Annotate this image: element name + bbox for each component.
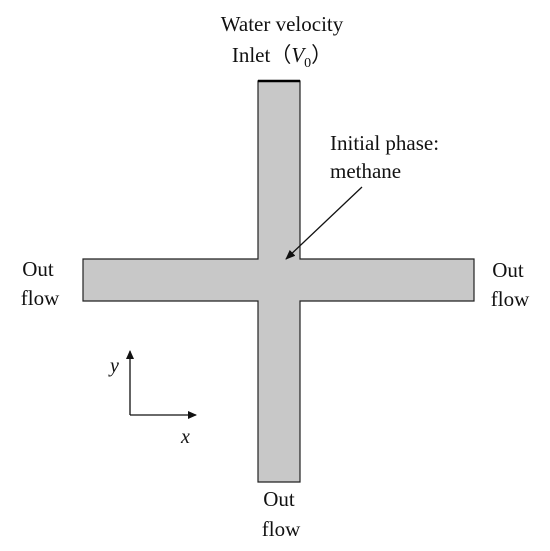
- cross-channel: [82, 80, 475, 483]
- x-axis-label: x: [180, 426, 190, 448]
- right-outflow-line1: Out: [492, 258, 524, 282]
- left-outflow-line1: Out: [22, 257, 54, 281]
- inlet-label-line1: Water velocity: [221, 12, 344, 36]
- initial-phase-value: methane: [330, 159, 401, 183]
- left-outflow-line2: flow: [21, 286, 60, 310]
- inlet-velocity-subscript: 0: [304, 56, 311, 71]
- inlet-label-line2: Inlet（V0）: [232, 43, 332, 71]
- inlet-label-suffix: ）: [311, 43, 332, 67]
- right-outflow-line2: flow: [491, 287, 530, 311]
- bottom-outflow-line1: Out: [263, 487, 295, 511]
- y-axis-label: y: [108, 355, 119, 377]
- annotation-arrow: [285, 186, 363, 260]
- inlet-velocity-symbol: V: [291, 43, 306, 67]
- inlet-label-prefix: Inlet（: [232, 43, 291, 67]
- initial-phase-label: Initial phase:: [330, 131, 439, 155]
- bottom-outflow-line2: flow: [262, 517, 301, 541]
